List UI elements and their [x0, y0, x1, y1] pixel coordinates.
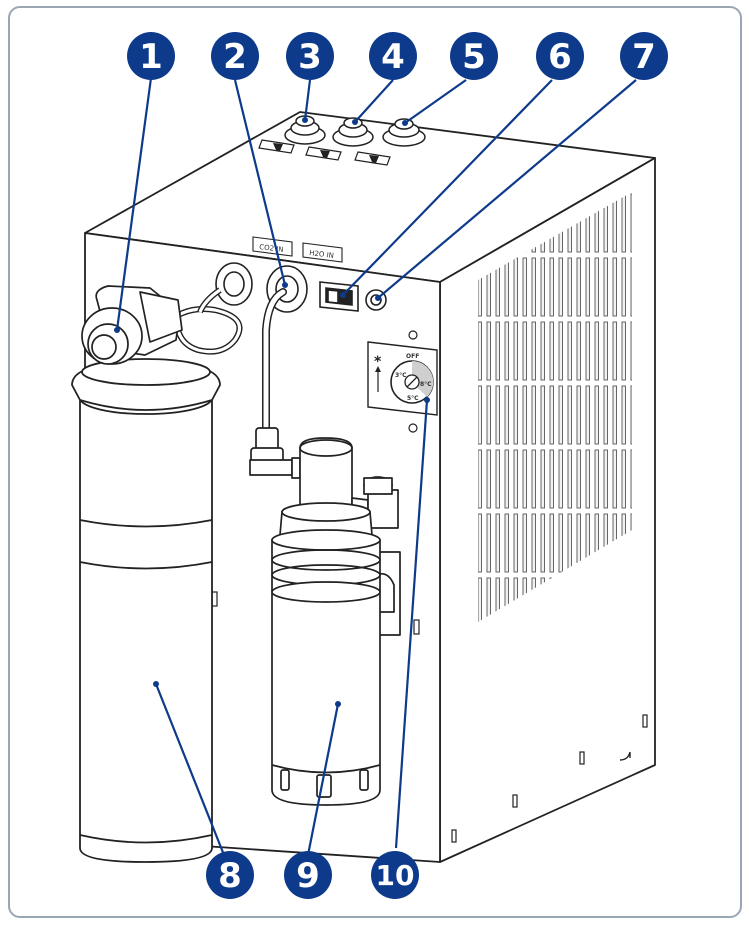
leader-line-10: [394, 399, 429, 849]
callout-10: 10: [371, 851, 419, 899]
callout-number: 8: [218, 856, 242, 896]
co2-regulator: [81, 285, 183, 365]
leader-line-7: [377, 79, 637, 299]
leader-line-9: [306, 703, 340, 856]
snowflake-icon: *: [374, 354, 382, 370]
callout-number: 3: [298, 37, 322, 77]
top-connector-4: [332, 117, 374, 147]
leader-line-3: [303, 79, 312, 121]
callout-7: 7: [620, 32, 668, 80]
h2o-in-label: H2O IN: [309, 249, 335, 260]
callout-6: 6: [536, 32, 584, 80]
callout-5: 5: [450, 32, 498, 80]
callout-number: 7: [632, 37, 656, 77]
dial-off-label: OFF: [406, 353, 419, 360]
callout-8: 8: [206, 851, 254, 899]
callout-4: 4: [369, 32, 417, 80]
co2-inlet-port: [215, 262, 253, 306]
callout-number: 2: [223, 37, 247, 77]
top-connector-5: [382, 118, 426, 147]
co2-cylinder: [71, 358, 221, 863]
thermostat-panel: OFF 3°C 8°C 5°C *: [367, 330, 438, 433]
diagram-frame: [8, 6, 742, 918]
dial-8c-label: 8°C: [420, 381, 432, 388]
callout-number: 10: [376, 859, 415, 892]
co2-in-label: CO2 IN: [259, 243, 284, 254]
leader-line-6: [342, 79, 553, 296]
water-filter: [249, 427, 401, 806]
leader-line-5: [404, 79, 467, 124]
leader-line-4: [354, 79, 394, 123]
callout-2: 2: [211, 32, 259, 80]
leader-line-1: [115, 77, 153, 331]
callout-number: 5: [462, 37, 486, 77]
ventilation-grille: [478, 192, 632, 622]
callout-number: 1: [139, 37, 163, 77]
callout-number: 6: [548, 37, 572, 77]
dial-5c-label: 5°C: [407, 395, 419, 402]
callout-1: 1: [127, 32, 175, 80]
dial-3c-label: 3°C: [395, 372, 407, 379]
leader-line-2: [233, 79, 287, 286]
callout-number: 9: [296, 856, 320, 896]
leader-line-8: [154, 683, 226, 856]
callout-9: 9: [284, 851, 332, 899]
callout-number: 4: [381, 37, 405, 77]
callout-3: 3: [286, 32, 334, 80]
